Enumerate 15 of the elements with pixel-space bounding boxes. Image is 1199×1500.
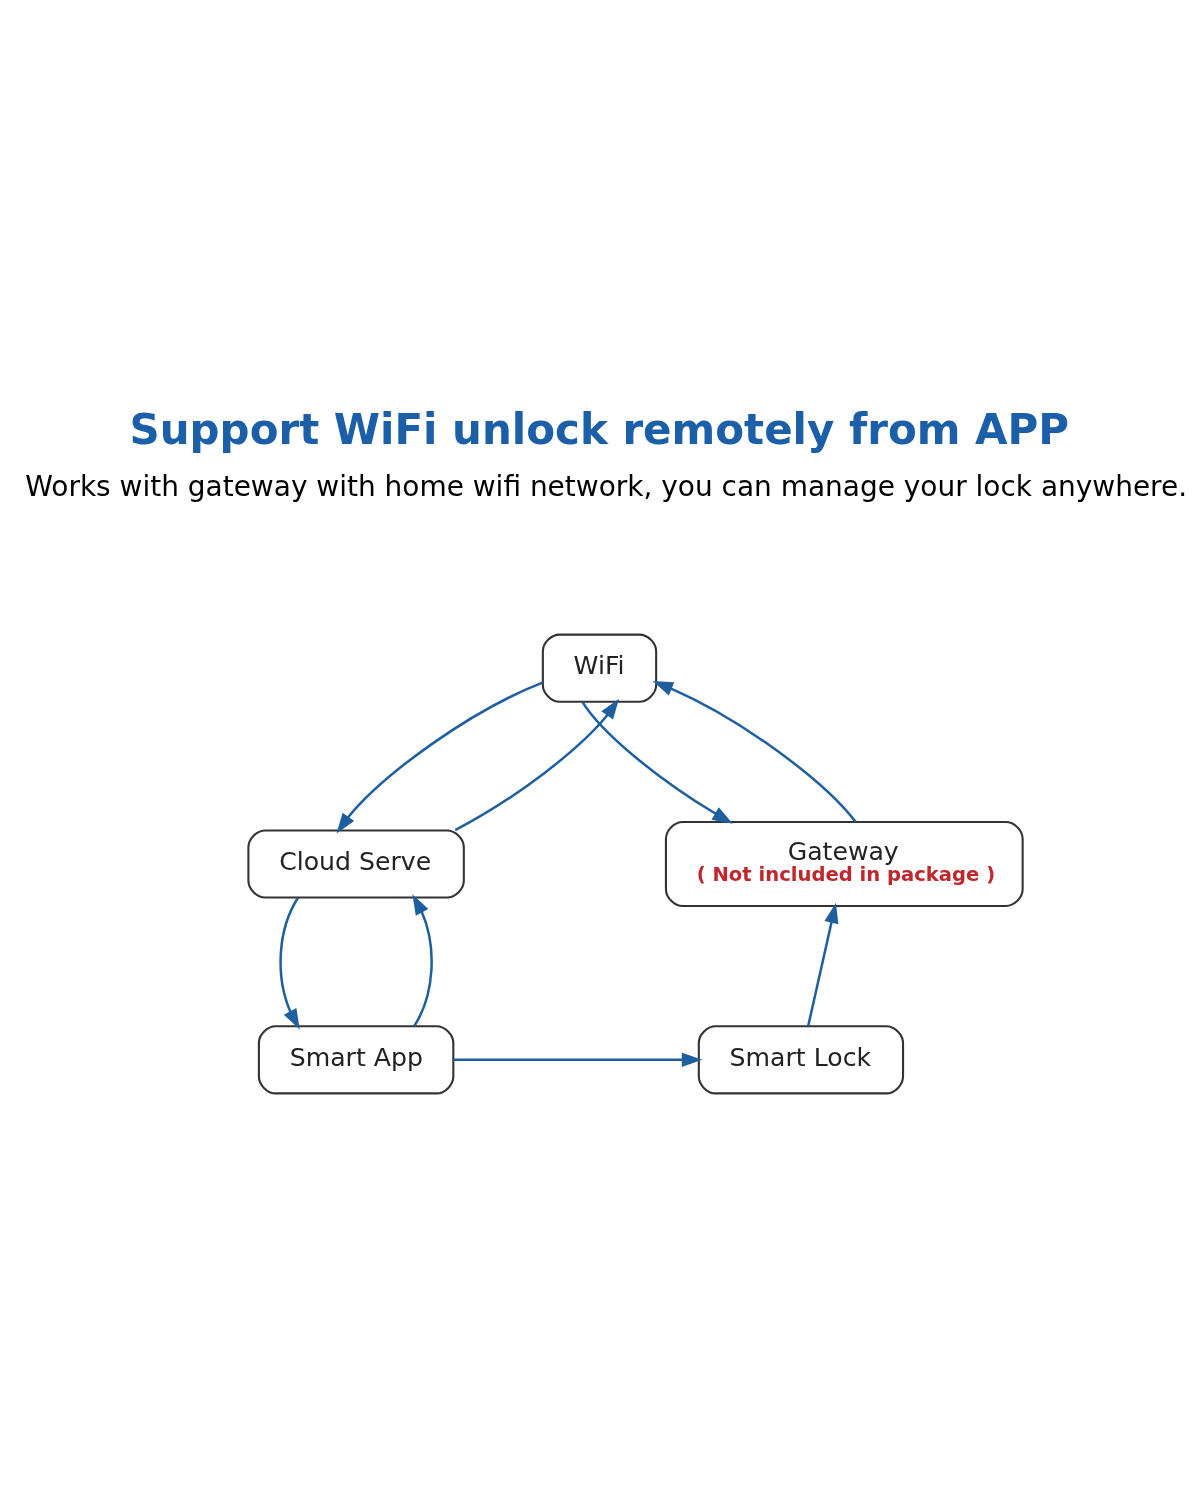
label: Works with gateway with home wifi network, you can manage your lock anywhere. [25,470,1188,504]
arrow [581,701,733,824]
arrow [412,894,433,1027]
arrow [453,1052,703,1067]
node-box: WiFi [541,633,658,703]
node-box: Smart App [257,1025,455,1095]
node-box: Smart Lock [697,1025,905,1095]
arrow [279,897,300,1030]
arrow [652,681,857,823]
diagram-title: Support WiFi unlock remotely from APP [129,405,1070,455]
arrow [336,681,543,834]
arrow [807,902,839,1027]
node-box: Cloud Serve [247,829,465,899]
arrow [454,698,620,832]
node-box: Gateway ( Not included in package ) [664,821,1024,907]
